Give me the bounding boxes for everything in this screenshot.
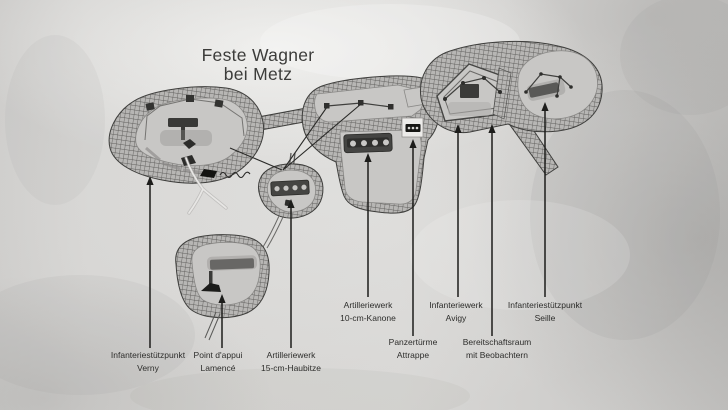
- label-kanone-1: Artilleriewerk: [344, 300, 393, 310]
- arrowhead-verny: [146, 176, 154, 185]
- fort-complex-east: [419, 40, 603, 134]
- fort-verny-corner-post: [145, 102, 155, 111]
- label-verny-2: Verny: [137, 363, 159, 373]
- gun-emplacement: [382, 139, 389, 146]
- observer-post: [498, 90, 502, 94]
- label-panzertuerme-2: Attrappe: [397, 350, 429, 360]
- label-avigy-1: Infanteriewerk: [429, 300, 483, 310]
- label-seille-2: Seille: [535, 313, 556, 323]
- fort-verny-blockhouse: [183, 139, 196, 149]
- label-kanone-2: 10-cm-Kanone: [340, 313, 396, 323]
- dummy-turret-dot: [415, 126, 419, 130]
- gun-emplacement: [361, 140, 368, 147]
- fort-avigy-traverse: [492, 67, 512, 120]
- gun-emplacement: [283, 185, 289, 191]
- label-avigy-2: Avigy: [446, 313, 467, 323]
- observer-post: [524, 90, 528, 94]
- arrowhead-seille: [541, 102, 549, 111]
- arrowhead-haubitze: [287, 199, 295, 208]
- texture-blob: [530, 90, 720, 340]
- seille-observer-net: [525, 73, 572, 97]
- depot-blob: [200, 169, 217, 178]
- label-seille-1: Infanteriestützpunkt: [508, 300, 583, 310]
- label-panzertuerme-1: Panzertürme: [389, 337, 438, 347]
- avigy-observer-net: [444, 77, 501, 100]
- arrowhead-lamence: [218, 294, 226, 303]
- label-lamence-1: Point d'appui: [194, 350, 243, 360]
- title-line-2: bei Metz: [224, 64, 293, 84]
- fort-verny-barracks-stem: [181, 127, 185, 140]
- battery-core: [346, 137, 390, 148]
- arrowhead-avigy: [454, 124, 462, 133]
- battery-block: [270, 179, 310, 197]
- haubitze-battery: [270, 179, 310, 197]
- observer-post: [388, 104, 394, 110]
- fort-verny-barracks: [168, 118, 198, 127]
- avigy-barracks: [460, 84, 479, 98]
- observer-post: [482, 76, 486, 80]
- panzertuerme-attrappe-marker: [401, 117, 424, 138]
- title-line-1: Feste Wagner: [202, 45, 315, 65]
- label-haubitze-1: Artilleriewerk: [267, 350, 316, 360]
- kanone-battery: [343, 132, 393, 154]
- wire-obstacle-icon: [219, 171, 251, 179]
- texture-blob: [620, 0, 728, 115]
- seille-barracks: [528, 82, 560, 98]
- fort-verny-parapet-strips: [145, 146, 206, 175]
- haubitze-paths: [262, 215, 284, 249]
- observer-post: [324, 103, 330, 109]
- avigy-smudge: [448, 102, 491, 116]
- observer-post: [558, 75, 562, 79]
- observer-post: [555, 94, 559, 98]
- fort-verny-interior: [135, 97, 248, 167]
- gun-emplacement: [274, 186, 280, 192]
- roads: [184, 156, 228, 215]
- observer-post: [443, 97, 447, 101]
- fort-kanone: [288, 75, 441, 214]
- fort-verny: [108, 86, 265, 184]
- arrowhead-panzertuerme: [409, 139, 417, 148]
- texture-blob: [0, 275, 195, 395]
- gun-emplacement: [292, 185, 298, 191]
- fort-haubitze: [257, 163, 324, 249]
- arrowhead-bereitschaft: [488, 124, 496, 133]
- label-bereitschaft-1: Bereitschaftsraum: [463, 337, 532, 347]
- label-haubitze-2: 15-cm-Haubitze: [261, 363, 321, 373]
- label-lamence-2: Lamencé: [201, 363, 236, 373]
- gun-emplacement: [301, 184, 307, 190]
- fort-verny-smudge: [160, 130, 212, 146]
- fort-lamence: [175, 234, 270, 341]
- observer-post: [461, 81, 465, 85]
- label-bereitschaft-2: mit Beobachtern: [466, 350, 528, 360]
- lamence-mast: [209, 271, 213, 284]
- texture-blob: [130, 368, 470, 410]
- connection-lines: [229, 103, 362, 171]
- fort-lamence-interior: [191, 241, 261, 306]
- lamence-blockhouse: [201, 283, 221, 292]
- fort-verny-corner-post: [214, 99, 224, 108]
- road: [185, 157, 227, 214]
- dummy-turret-dot: [411, 126, 415, 130]
- lamence-barracks: [209, 258, 255, 270]
- texture-blob: [5, 35, 105, 205]
- fort-verny-corner-post: [186, 95, 194, 102]
- callout-labels: Infanteriestützpunkt Verny Point d'appui…: [111, 300, 583, 373]
- arrowhead-kanone: [364, 153, 372, 162]
- observer-post: [358, 100, 364, 106]
- dummy-turret-dot: [407, 126, 411, 130]
- lamence-paths: [204, 311, 221, 341]
- obstacle-group: [200, 169, 251, 179]
- gun-emplacement: [371, 139, 378, 146]
- gun-emplacement: [350, 140, 357, 147]
- observer-post: [569, 85, 573, 89]
- observer-post: [539, 72, 543, 76]
- label-verny-1: Infanteriestützpunkt: [111, 350, 186, 360]
- callout-leaders: [146, 102, 549, 348]
- slide-title: Feste Wagner bei Metz: [202, 45, 315, 84]
- texture-blob: [410, 200, 630, 310]
